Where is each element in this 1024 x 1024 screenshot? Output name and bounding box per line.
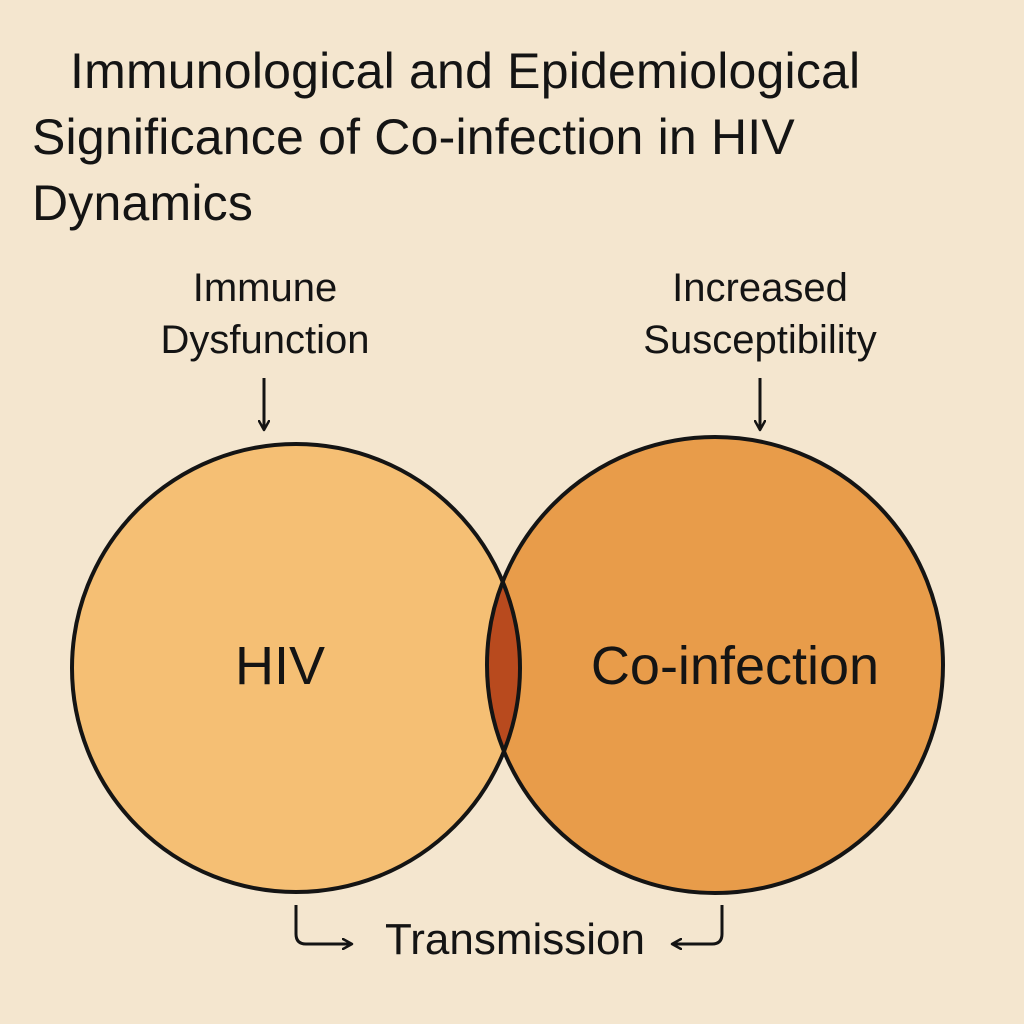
hiv-circle — [72, 444, 520, 892]
label-left-line-2: Dysfunction — [160, 318, 370, 362]
title-line-1: Immunological and Epidemiological — [70, 43, 861, 99]
co-infection-label: Co-infection — [590, 636, 880, 696]
transmission-arrow-right — [672, 905, 724, 944]
hiv-circle-outline — [70, 442, 522, 894]
diagram-title: Immunological and Epidemiological Signif… — [32, 38, 972, 236]
transmission-label: Transmission — [385, 915, 645, 964]
immune-dysfunction-label: Immune Dysfunction — [120, 262, 410, 366]
transmission-arrow-left — [294, 905, 352, 944]
co-infection-circle — [487, 437, 943, 893]
hiv-label: HIV — [234, 636, 326, 696]
label-left-line-1: Immune — [192, 266, 338, 310]
title-line-2: Significance of Co-infection in HIV — [32, 109, 795, 165]
co-infection-circle-outline — [485, 435, 945, 895]
label-right-line-2: Susceptibility — [643, 318, 877, 362]
label-right-line-1: Increased — [672, 266, 848, 310]
increased-susceptibility-label: Increased Susceptibility — [600, 262, 920, 366]
title-line-3: Dynamics — [32, 175, 254, 231]
